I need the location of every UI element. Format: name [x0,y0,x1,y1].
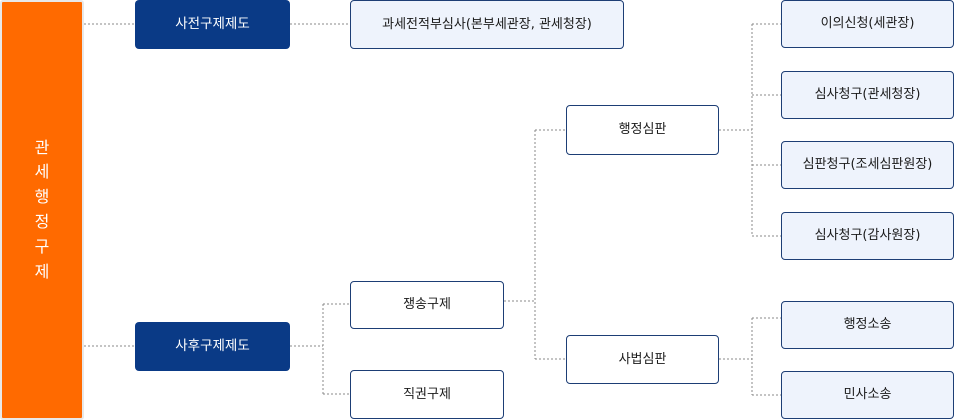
node-post-relief: 사후구제제도 [135,322,290,371]
node-review-request-customs-label: 심사청구(관세청장) [814,87,921,103]
node-tax-tribunal-request-label: 심판청구(조세심판원장) [802,157,933,173]
node-pre-relief: 사전구제제도 [135,0,290,49]
node-ex-officio-relief: 직권구제 [350,370,504,419]
node-dispute-relief-label: 쟁송구제 [403,297,451,313]
node-post-relief-label: 사후구제제도 [175,338,250,355]
node-judicial-trial: 사법심판 [566,335,719,384]
node-review-request-audit-label: 심사청구(감사원장) [814,228,921,244]
node-review-request-audit: 심사청구(감사원장) [781,212,954,260]
node-pre-assessment-review: 과세전적부심사(본부세관장, 관세청장) [350,0,624,49]
node-objection-label: 이의신청(세관장) [820,16,915,32]
node-ex-officio-relief-label: 직권구제 [403,386,451,402]
node-judicial-trial-label: 사법심판 [618,351,667,367]
node-civil-lawsuit-label: 민사소송 [843,387,892,403]
node-objection: 이의신청(세관장) [781,0,954,48]
root-label: 관세행정구제 [34,137,50,281]
node-administrative-lawsuit: 행정소송 [781,301,954,349]
node-review-request-customs: 심사청구(관세청장) [781,71,954,119]
node-civil-lawsuit: 민사소송 [781,371,954,419]
node-dispute-relief: 쟁송구제 [350,281,504,329]
root-node-customs-relief: 관세행정구제 [0,0,84,420]
node-administrative-lawsuit-label: 행정소송 [843,317,892,333]
node-pre-assessment-review-label: 과세전적부심사(본부세관장, 관세청장) [382,16,592,32]
node-admin-trial-label: 행정심판 [618,122,667,138]
node-tax-tribunal-request: 심판청구(조세심판원장) [781,141,954,189]
node-admin-trial: 행정심판 [566,105,719,155]
node-pre-relief-label: 사전구제제도 [175,16,250,33]
